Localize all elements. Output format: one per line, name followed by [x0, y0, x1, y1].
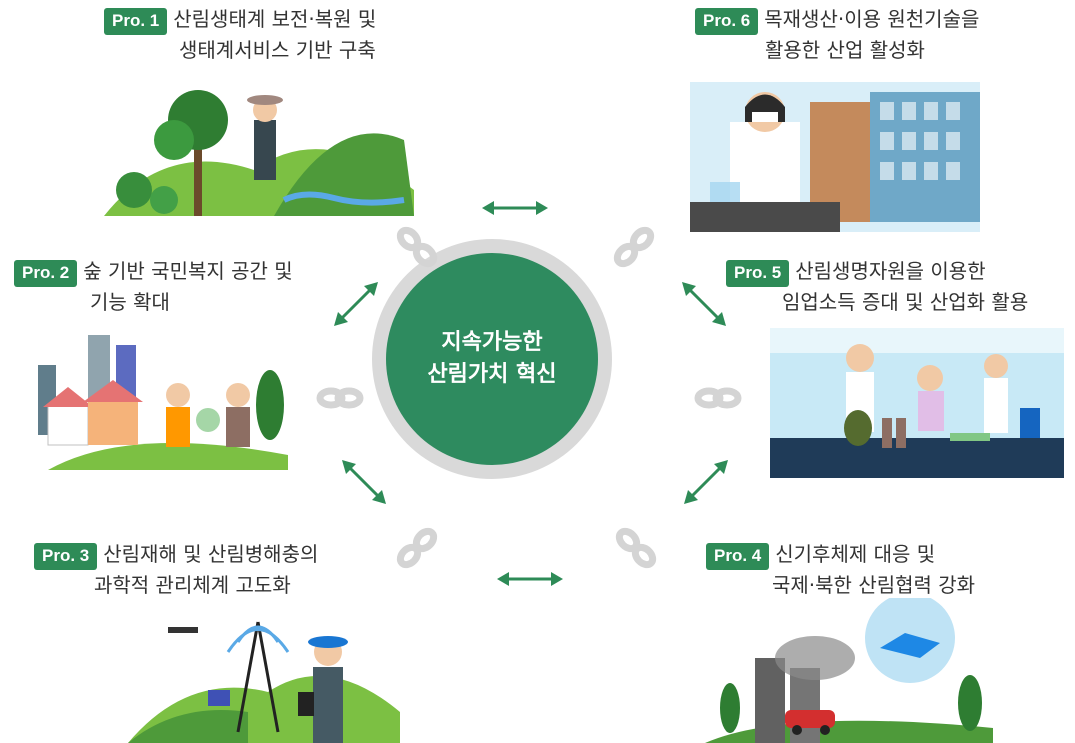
program-2-line1: 숲 기반 국민복지 공간 및	[83, 259, 293, 283]
center-title-line1: 지속가능한	[441, 330, 543, 355]
program-3-line2: 과학적 관리체계 고도화	[94, 573, 291, 597]
double-arrow-icon	[334, 282, 378, 326]
program-4-line2: 국제·북한 산림협력 강화	[772, 573, 976, 597]
link-chain-icon	[396, 226, 438, 268]
link-chain-icon	[396, 527, 438, 569]
program-1-line1: 산림생태계 보전·복원 및	[173, 7, 377, 31]
center-circle: 지속가능한 산림가치 혁신	[386, 253, 598, 465]
village-illustration	[28, 325, 288, 470]
link-chain-icon	[316, 387, 364, 409]
program-5-line2: 임업소득 증대 및 산업화 활용	[782, 290, 1029, 314]
double-arrow-icon	[497, 572, 563, 586]
program-2-line2: 기능 확대	[90, 290, 170, 314]
forest-illustration	[104, 90, 414, 216]
link-chain-icon	[615, 527, 657, 569]
center-title-line2: 산림가치 혁신	[427, 362, 557, 387]
program-5-line1: 산림생명자원을 이용한	[795, 259, 986, 283]
program-5-badge: Pro. 5	[726, 260, 790, 287]
double-arrow-icon	[684, 460, 728, 504]
program-1-badge: Pro. 1	[104, 8, 168, 35]
program-2-badge: Pro. 2	[14, 260, 78, 287]
link-chain-icon	[613, 226, 655, 268]
double-arrow-icon	[682, 282, 726, 326]
program-4-badge: Pro. 4	[706, 543, 770, 570]
program-6-badge: Pro. 6	[695, 8, 759, 35]
program-3-line1: 산림재해 및 산림병해충의	[103, 542, 319, 566]
disaster-illustration	[128, 621, 400, 743]
program-1-line2: 생태계서비스 기반 구축	[179, 38, 376, 62]
program-4-line1: 신기후체제 대응 및	[775, 542, 936, 566]
double-arrow-icon	[342, 460, 386, 504]
program-6-line1: 목재생산·이용 원천기술을	[764, 7, 980, 31]
wood-lab-illustration	[690, 82, 980, 232]
climate-illustration	[705, 598, 993, 743]
double-arrow-icon	[482, 201, 548, 215]
link-chain-icon	[694, 387, 742, 409]
bio-lab-illustration	[770, 328, 1064, 478]
program-3-badge: Pro. 3	[34, 543, 98, 570]
program-6-line2: 활용한 산업 활성화	[765, 38, 925, 62]
